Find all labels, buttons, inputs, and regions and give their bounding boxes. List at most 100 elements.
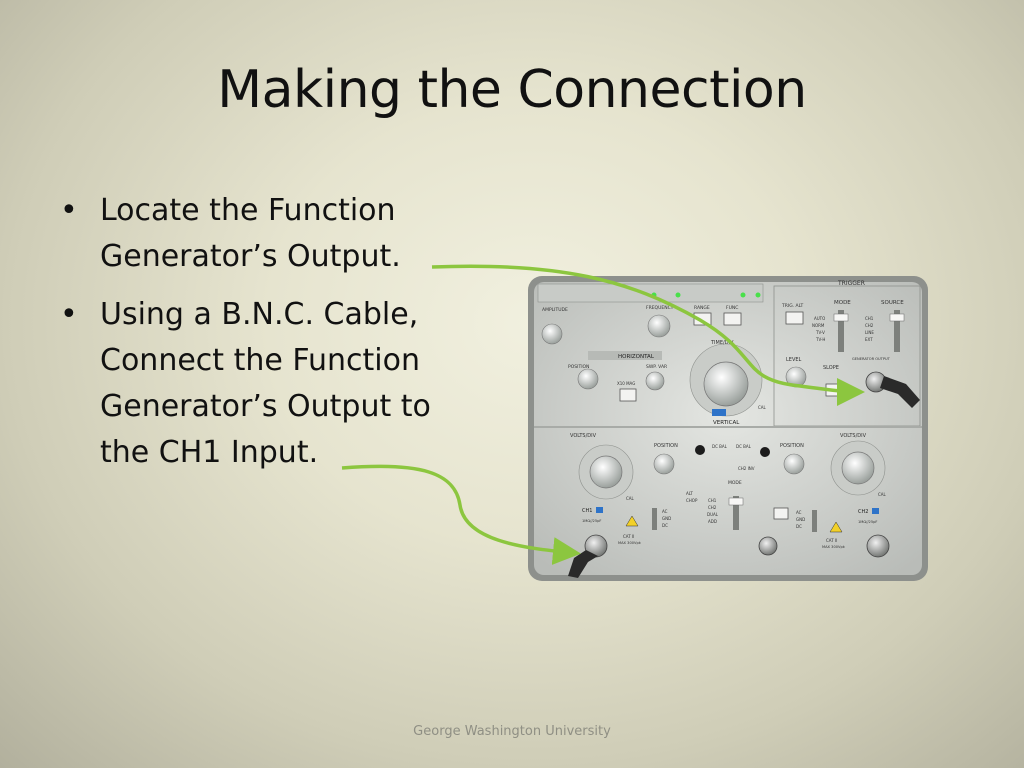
led-icon (740, 292, 746, 298)
v-mode-label: MODE (728, 480, 742, 486)
swp-var-knob[interactable] (645, 371, 665, 391)
ch1-cal-label: CAL (626, 496, 635, 501)
ch1-ac-label: AC (662, 509, 668, 514)
bullet-line: Connect the Function (100, 343, 420, 378)
mode-label: MODE (834, 300, 851, 306)
ch2-dc-bal-icon[interactable] (760, 447, 770, 457)
slide-title: Making the Connection (217, 60, 807, 120)
ch2-dc-bal-label: DC BAL (736, 444, 752, 449)
time-div-knob[interactable] (703, 361, 749, 407)
func-button[interactable] (723, 312, 742, 326)
bullet-item: • Using a B.N.C. Cable, Connect the Func… (58, 292, 488, 476)
func-label: FUNC (726, 305, 738, 311)
chop-label: CHOP (686, 498, 698, 503)
range-button[interactable] (693, 312, 712, 326)
ch2-coupling-slider[interactable] (812, 510, 817, 532)
level-label: LEVEL (786, 357, 802, 363)
bullet-marker: • (60, 193, 78, 228)
h-position-label: POSITION (568, 364, 589, 370)
mode-slider[interactable] (838, 310, 844, 352)
ch2-input-connector-icon[interactable] (866, 534, 890, 558)
ch1-label: CH1 (582, 508, 592, 514)
ch2-volts-knob[interactable] (841, 451, 875, 485)
ch2-blue-badge-icon (712, 409, 726, 416)
amplitude-label: AMPLITUDE (542, 307, 568, 313)
ch1-source-label: CH1 (865, 316, 874, 321)
ch1-coupling-slider[interactable] (652, 508, 657, 530)
trigger-label: TRIGGER (837, 280, 865, 287)
ch2-max-label: MAX 300Vpk (822, 545, 846, 549)
ch1-dc-bal-label: DC BAL (712, 444, 728, 449)
ch2-ac-label: AC (796, 510, 802, 515)
ch1-position-label: POSITION (654, 443, 678, 449)
alt-label: ALT (686, 491, 693, 496)
ch2-dc-label: DC (796, 524, 802, 529)
ch1-impedance-label: 1MΩ//25pF (582, 519, 601, 523)
frequency-knob[interactable] (647, 314, 671, 338)
source-label: SOURCE (881, 300, 904, 306)
arrow-to-ch1-input-icon (341, 464, 581, 566)
h-position-knob[interactable] (577, 368, 599, 390)
line-label: LINE (865, 330, 874, 335)
ch2-inv-label: CH2 INV (738, 466, 755, 471)
ch2-label: CH2 (858, 509, 868, 515)
v-mode-slider[interactable] (733, 496, 739, 530)
ch1-dc-label: DC (662, 523, 668, 528)
trig-alt-button[interactable] (785, 311, 804, 325)
bullet-line: Generator’s Output to (100, 389, 431, 424)
bullet-line: Using a B.N.C. Cable, (100, 297, 419, 332)
x10-mag-label: X10 MAG (617, 381, 635, 386)
trig-alt-label: TRIG. ALT (781, 303, 804, 309)
ch1-position-knob[interactable] (653, 453, 675, 475)
ch1-max-label: MAX 300Vpk (618, 541, 642, 545)
horizontal-bar (588, 351, 662, 360)
ch2-source-label: CH2 (865, 323, 874, 328)
ch2-cal-label: CAL (878, 492, 887, 497)
bnc-cable-icon (880, 376, 920, 408)
ch2-volts-div-label: VOLTS/DIV (840, 433, 867, 439)
ch2-impedance-label: 1MΩ//25pF (858, 520, 877, 524)
source-slider[interactable] (894, 310, 900, 352)
horizontal-label: HORIZONTAL (618, 354, 655, 360)
ch1-volts-div-label: VOLTS/DIV (570, 433, 597, 439)
oscilloscope-photo: TRIGGER MODE SOURCE TRIG. ALT AUTO NORM … (528, 276, 928, 581)
ch2-warning-icon (829, 521, 843, 533)
ch1-cat-label: CAT II (623, 534, 634, 539)
range-strip (537, 283, 764, 303)
footer-text: George Washington University (413, 724, 611, 739)
ch2-gnd-label: GND (796, 517, 805, 522)
ground-terminal-icon[interactable] (758, 536, 778, 556)
time-div-label: TIME/DIV (710, 340, 734, 346)
source-slider-handle[interactable] (889, 313, 905, 322)
time-cal-label: CAL (758, 405, 767, 410)
ch1-dc-bal-icon[interactable] (695, 445, 705, 455)
ch1-gnd-label: GND (662, 516, 671, 521)
led-icon (755, 292, 761, 298)
v-mode-slider-handle[interactable] (728, 497, 744, 506)
ch2-position-knob[interactable] (783, 453, 805, 475)
ch2-cat-label: CAT II (826, 538, 837, 543)
frequency-label: FREQUENCY (646, 305, 674, 311)
arrow-to-generator-output-icon (431, 264, 865, 406)
bullet-marker: • (60, 297, 78, 332)
amplitude-knob[interactable] (541, 323, 563, 345)
bullet-line: Locate the Function (100, 193, 396, 228)
bullet-line: the CH1 Input. (100, 435, 319, 470)
ch1-blue-badge-icon (596, 507, 603, 513)
ch1-volts-knob[interactable] (589, 455, 623, 489)
norm-label: NORM (812, 323, 825, 328)
ch2-inv-button[interactable] (773, 507, 789, 520)
ext-label: EXT (865, 337, 873, 342)
mode-slider-handle[interactable] (833, 313, 849, 322)
led-icon (675, 292, 681, 298)
x10-mag-button[interactable] (619, 388, 637, 402)
section-divider (534, 426, 922, 428)
bullet-list: • Locate the Function Generator’s Output… (58, 188, 488, 488)
bullet-line: Generator’s Output. (100, 239, 401, 274)
swp-var-label: SWP. VAR (646, 364, 667, 370)
slope-label: SLOPE (823, 365, 839, 371)
vertical-label: VERTICAL (713, 420, 740, 426)
tvv-label: TV-V (815, 330, 825, 335)
v-ch1-label: CH1 (708, 498, 717, 503)
